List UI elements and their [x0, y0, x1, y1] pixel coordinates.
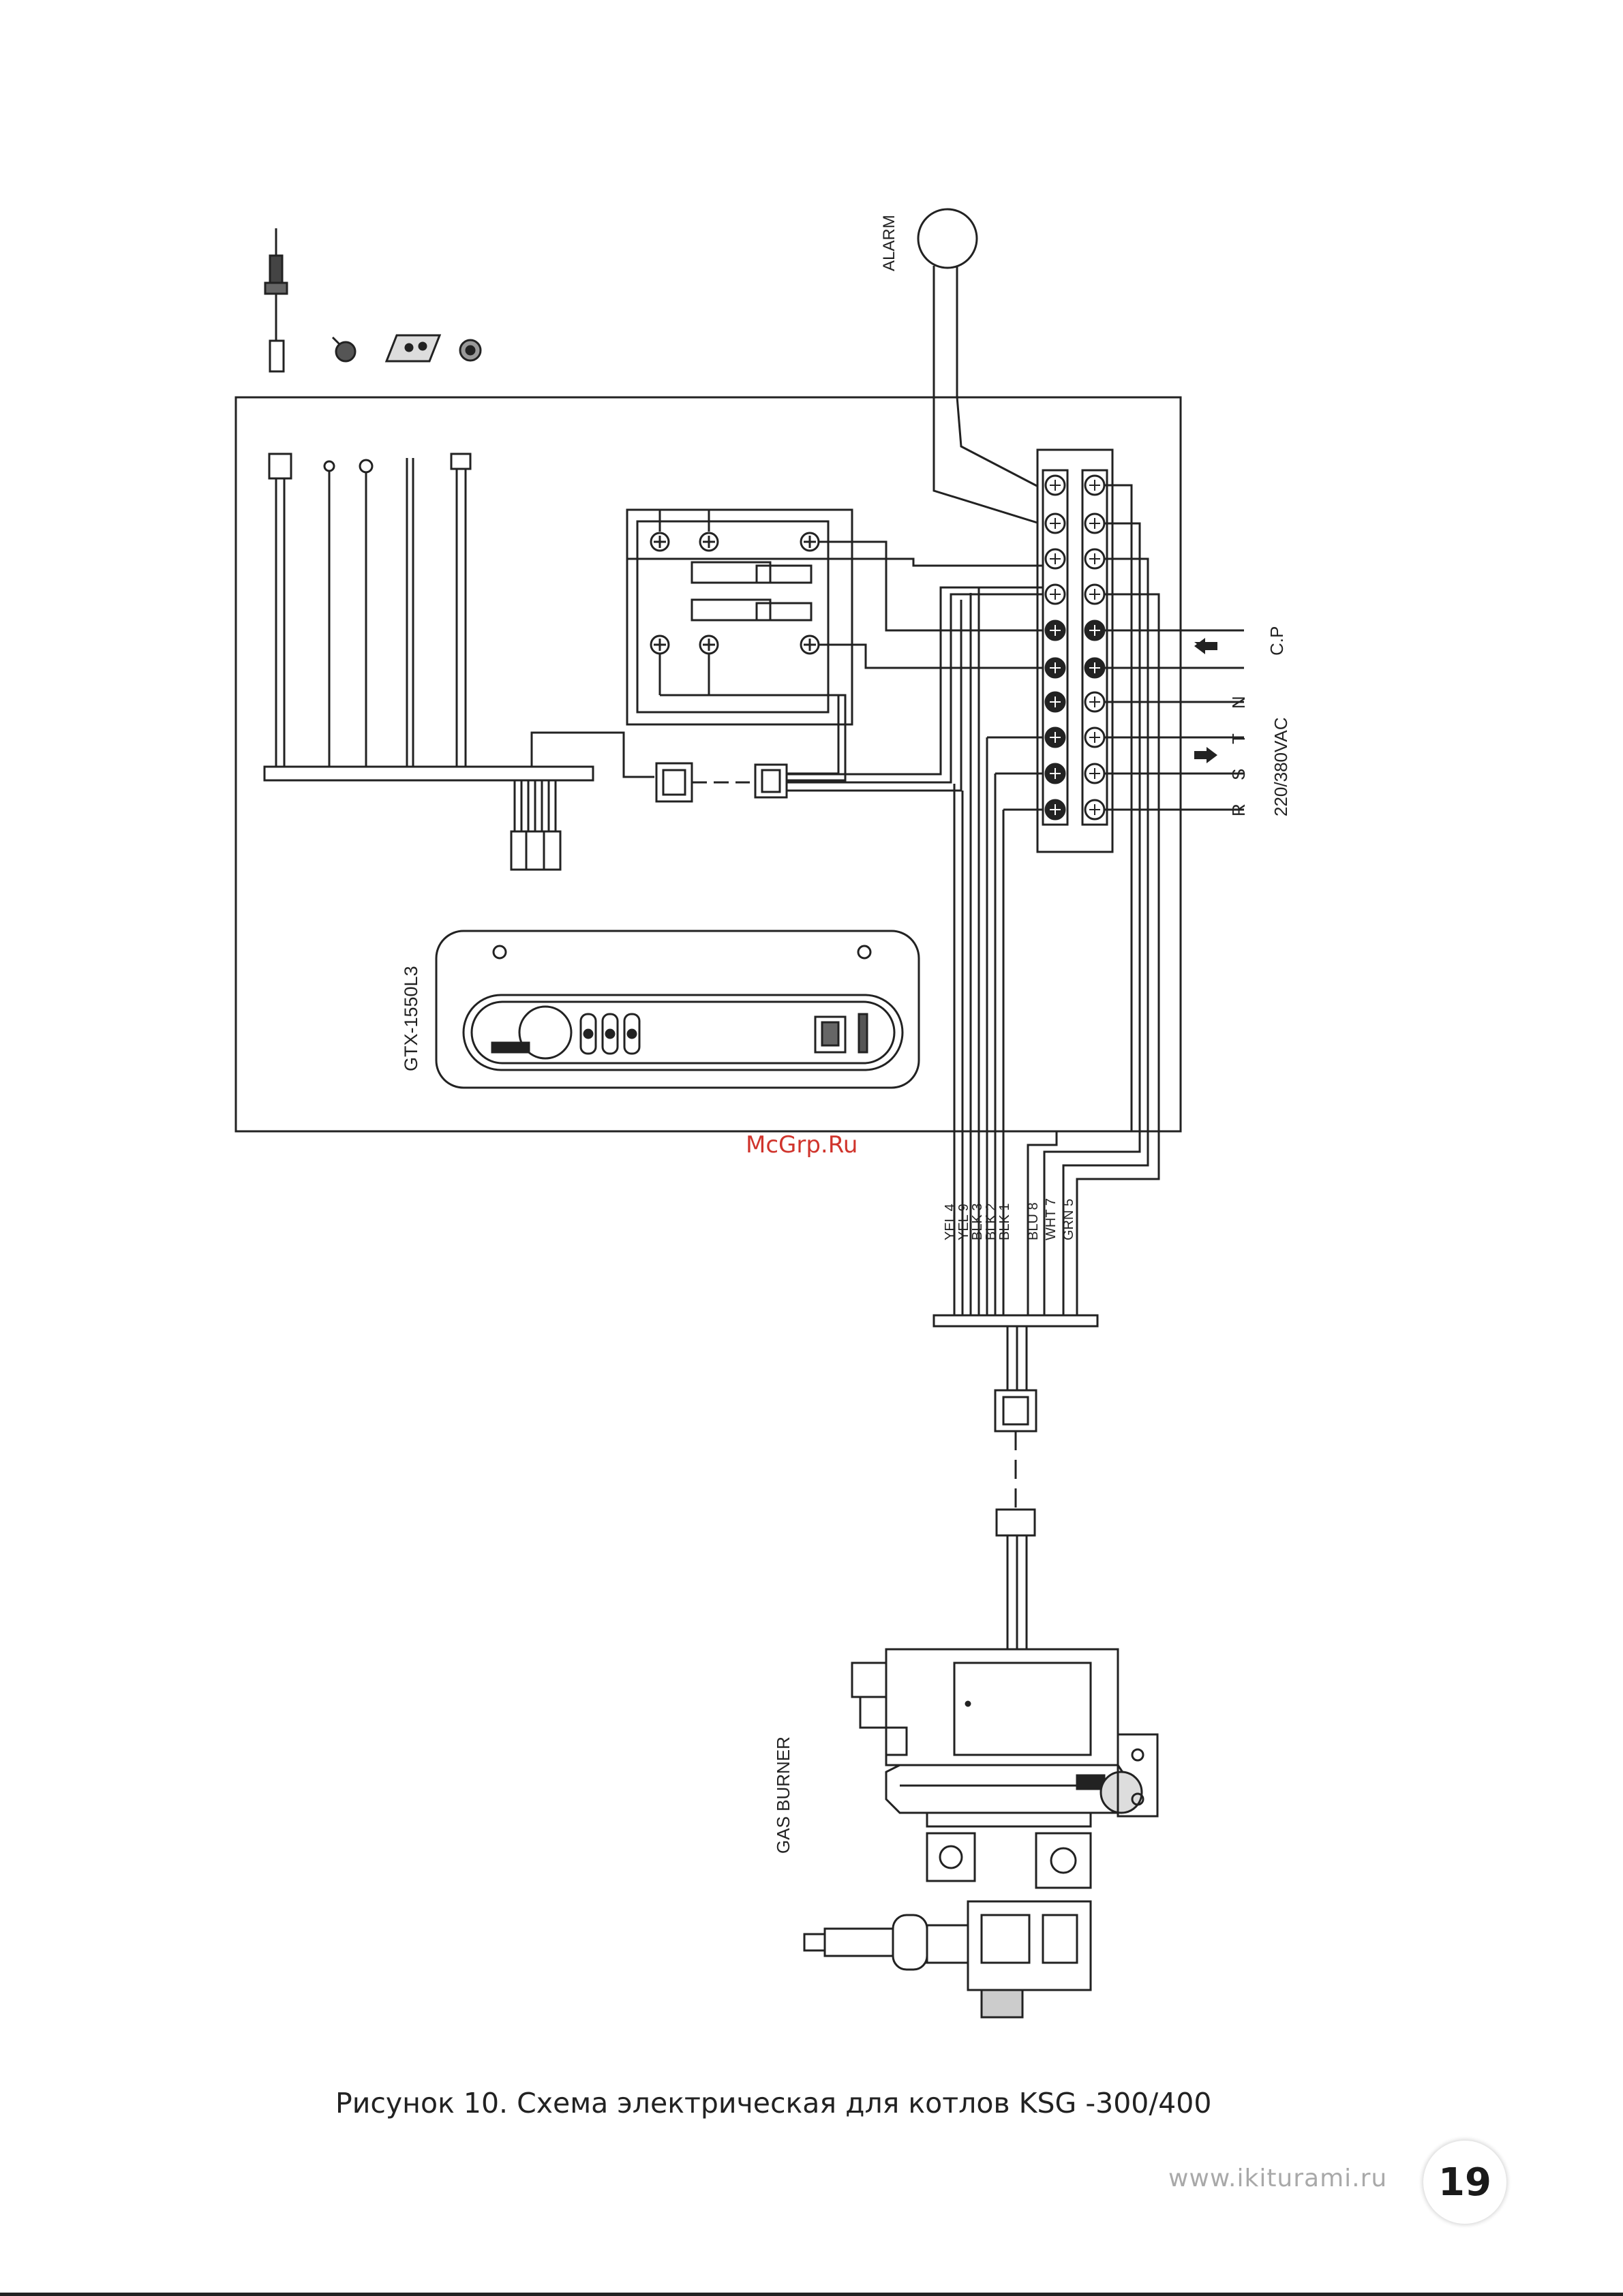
- wire-label: BLU 8: [1026, 1202, 1041, 1240]
- figure-caption: Рисунок 10. Схема электрическая для котл…: [335, 2087, 1211, 2119]
- switch-panel-icon: [386, 335, 440, 361]
- t-label: T: [1228, 733, 1249, 744]
- terminal-block: [1037, 450, 1112, 852]
- wire-label: YEL 9: [956, 1204, 971, 1240]
- thermostat-icon: [333, 337, 355, 361]
- wire-label: GRN 5: [1061, 1199, 1076, 1240]
- burner-label: GAS BURNER: [773, 1736, 793, 1854]
- n-label: N: [1228, 696, 1249, 709]
- relay-wiring: [627, 510, 1043, 791]
- controller-gtx-1550l3: [436, 931, 919, 1088]
- harness-connector: [656, 763, 787, 801]
- website-link[interactable]: www.ikiturami.ru: [1168, 2164, 1387, 2192]
- sensor-probe-icon: [265, 228, 287, 371]
- wire-label: BLK 3: [970, 1204, 985, 1240]
- wire-label: BLK 1: [997, 1204, 1012, 1240]
- voltage-label: 220/380VAC: [1271, 717, 1291, 816]
- page-number: 19: [1423, 2141, 1506, 2224]
- wire-label: BLK 2: [984, 1204, 999, 1240]
- controller-label: GTX-1550L3: [401, 966, 421, 1071]
- r-label: R: [1228, 803, 1249, 816]
- s-label: S: [1228, 769, 1249, 780]
- cp-label: C.P: [1266, 626, 1287, 656]
- footer-divider: [0, 2293, 1623, 2296]
- sensor-harness: [264, 454, 654, 870]
- pressure-switch-icon: [460, 340, 481, 361]
- alarm-label: ALARM: [880, 215, 898, 271]
- wire-label: WHT 7: [1044, 1198, 1059, 1240]
- power-supply-lines: [1104, 630, 1244, 810]
- watermark: McGrp.Ru: [746, 1131, 858, 1159]
- wire-labels: YEL 4 YEL 9 BLK 3 BLK 2 BLK 1 BLU 8 WHT …: [943, 1198, 1076, 1240]
- alarm-bell-icon: [918, 209, 1040, 523]
- gas-burner: [804, 1649, 1157, 2017]
- wire-label: YEL 4: [943, 1204, 958, 1240]
